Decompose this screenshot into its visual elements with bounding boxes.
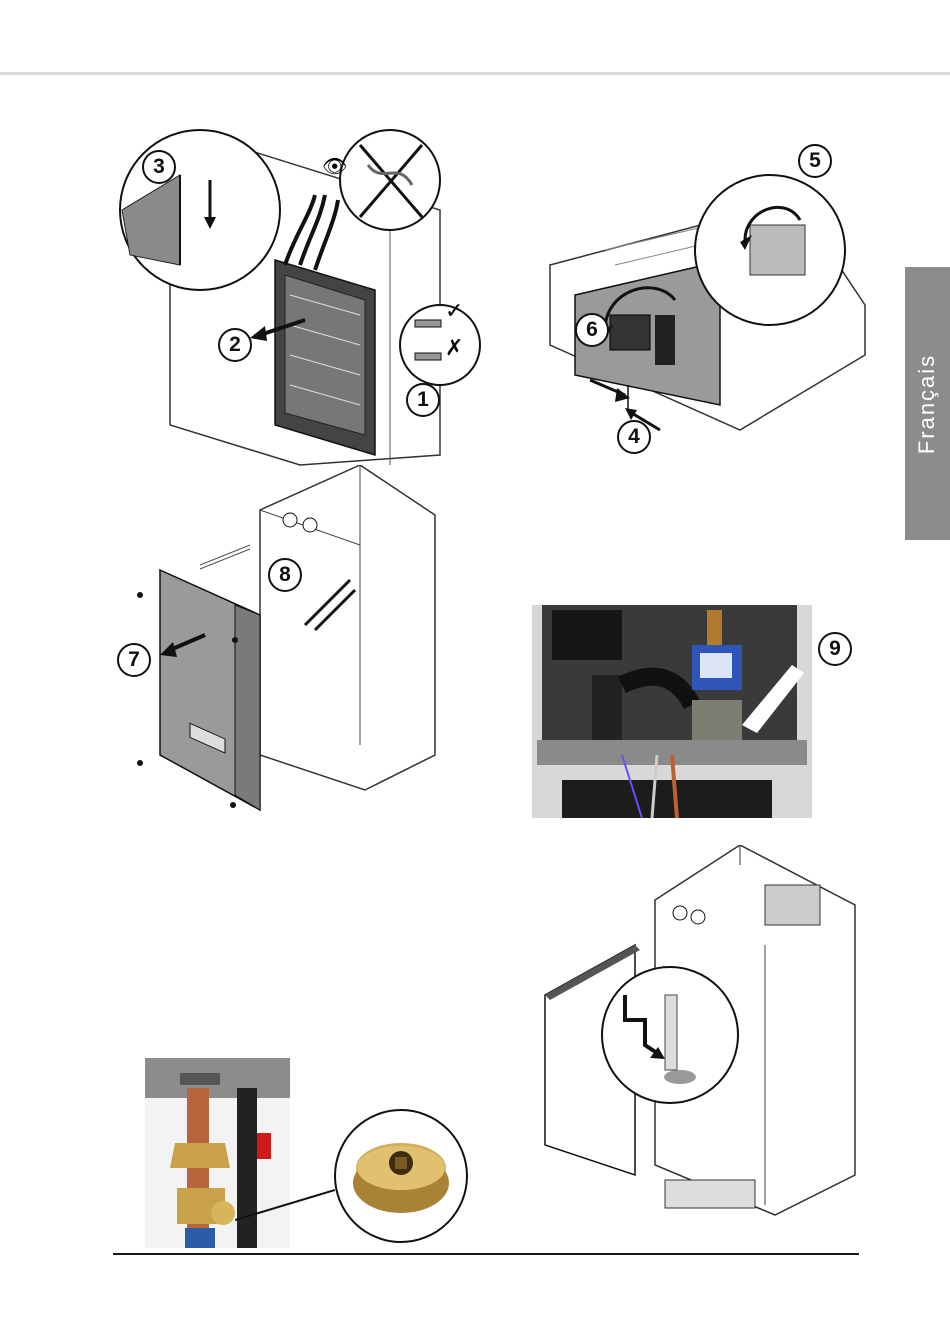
figure-front-panel-removal: 8 7 — [115, 465, 445, 820]
step-2-badge: 2 — [218, 328, 252, 362]
figure-side-access — [540, 845, 860, 1225]
footer-rule — [113, 1253, 859, 1255]
header-rule — [0, 72, 950, 75]
figure-pump-photo — [532, 605, 812, 818]
step-3-badge: 3 — [142, 150, 176, 184]
cross-icon: ✗ — [445, 337, 463, 359]
step-5-badge: 5 — [798, 144, 832, 178]
valve-zoom-circle — [333, 1108, 469, 1244]
valve-zoom — [333, 1108, 469, 1244]
language-tab: Français — [905, 267, 950, 540]
front-panel-drawing — [115, 465, 445, 820]
figure-panel-rotation: 5 6 4 — [545, 140, 875, 460]
side-access-drawing — [540, 845, 860, 1225]
valve-leader-line — [235, 1185, 335, 1225]
step-9-badge: 9 — [818, 632, 852, 666]
panel-rotation-drawing — [545, 140, 875, 460]
step-7-badge: 7 — [117, 643, 151, 677]
step-1-badge: 1 — [406, 383, 440, 417]
step-8-badge: 8 — [268, 558, 302, 592]
figure-open-control-box: 👁 ✓ ✗ 3 2 1 — [110, 125, 490, 475]
language-label: Français — [915, 353, 941, 453]
eye-icon: 👁 — [322, 157, 347, 177]
step-6-badge: 6 — [575, 313, 609, 347]
pump-photo — [532, 605, 812, 818]
step-4-badge: 4 — [617, 420, 651, 454]
check-icon: ✓ — [445, 300, 463, 322]
